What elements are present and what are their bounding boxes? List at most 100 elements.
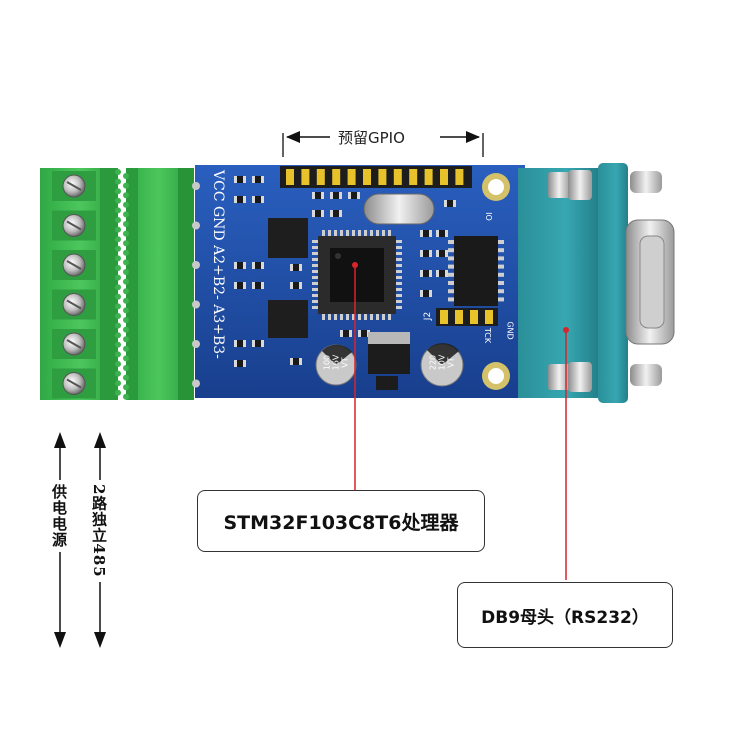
smd-pad — [339, 210, 342, 217]
separator-tooth — [115, 226, 121, 233]
smd-pad — [234, 282, 237, 289]
mcu-pin — [334, 314, 337, 320]
smd-pad — [243, 360, 246, 367]
separator-tooth — [115, 217, 121, 223]
mcu-pin — [322, 230, 325, 236]
mcu-pin — [312, 306, 318, 309]
ic-pin — [448, 240, 454, 244]
ic-pin — [498, 256, 504, 261]
separator-tooth — [115, 341, 121, 348]
separator-tooth — [123, 173, 129, 179]
screw-slot — [66, 299, 82, 310]
smd-pad — [243, 196, 246, 203]
header-pin — [301, 169, 310, 185]
smd-component — [252, 282, 264, 289]
pin-labels-silkscreen: VCC GND A2+B2- A3+B3- — [210, 170, 226, 359]
smd-component — [312, 210, 324, 217]
separator-tooth — [115, 380, 121, 387]
ic-pin — [448, 297, 454, 302]
gpio-dimension-arrow — [282, 131, 484, 157]
mcu-pin — [312, 270, 318, 273]
smd-pad — [445, 230, 448, 237]
separator-tooth — [123, 240, 129, 247]
smd-component — [252, 340, 264, 347]
j2-silkscreen: J2 — [423, 311, 434, 321]
mcu-pin — [312, 246, 318, 249]
smd-pad — [445, 250, 448, 257]
smd-pad — [312, 210, 315, 217]
smd-pad — [234, 360, 237, 367]
separator-tooth — [123, 393, 129, 400]
separator-tooth — [115, 293, 121, 300]
smd-component — [234, 282, 246, 289]
mcu-pin — [312, 276, 318, 279]
smd-pad — [243, 262, 246, 269]
smd-pad — [340, 330, 343, 337]
smd-pad — [348, 192, 351, 199]
db9-connector — [518, 163, 675, 403]
smd-pad — [330, 192, 333, 199]
separator-tooth — [115, 197, 121, 204]
voltage-regulator — [368, 332, 410, 390]
header-pin — [440, 169, 448, 185]
mcu-pin — [312, 300, 318, 303]
screw-slot — [66, 339, 82, 349]
header-pin — [455, 169, 464, 185]
smd-pad — [312, 192, 315, 199]
smd-pad — [420, 230, 423, 237]
separator-tooth — [123, 230, 129, 237]
separator-tooth — [115, 188, 121, 195]
separator-tooth — [123, 192, 129, 199]
smd-pad — [290, 282, 293, 289]
mcu-pin — [396, 246, 402, 249]
ic-pin — [448, 289, 454, 294]
rs485-label: 2路独立485 — [90, 480, 108, 582]
separator-tooth — [123, 297, 129, 304]
gpio-label: 预留GPIO — [332, 127, 411, 148]
j2-header — [436, 308, 498, 326]
separator-tooth — [123, 317, 129, 323]
mcu-pin — [396, 282, 402, 285]
mcu-pin — [312, 258, 318, 261]
separator-tooth — [115, 178, 121, 185]
separator-tooth — [115, 284, 121, 291]
ic-pin — [498, 281, 504, 285]
separator-tooth — [115, 361, 121, 367]
smd-component — [444, 200, 456, 207]
separator-tooth — [123, 278, 129, 285]
mcu-pin — [396, 270, 402, 273]
power-label: 供电电源 — [50, 480, 68, 552]
header-pin — [378, 169, 387, 185]
smd-pad — [243, 176, 246, 183]
separator-tooth — [115, 303, 121, 310]
smd-pad — [429, 250, 432, 257]
smd-component — [290, 358, 302, 365]
processor-label: STM32F103C8T6处理器 — [223, 511, 459, 534]
mcu-pin — [370, 314, 373, 320]
smd-pad — [436, 250, 439, 257]
smd-component — [234, 176, 246, 183]
mcu-pin — [370, 230, 373, 236]
smd-pad — [252, 176, 255, 183]
mcu-pin — [396, 288, 402, 291]
mcu-pin — [340, 314, 343, 320]
smd-pad — [252, 262, 255, 269]
terminal-pin — [192, 300, 200, 309]
separator-tooth — [115, 322, 121, 329]
transceiver-ic-1 — [268, 218, 308, 258]
screw-slot — [66, 220, 82, 231]
ic-pin — [498, 272, 504, 277]
smd-component — [420, 230, 432, 237]
smd-component — [420, 270, 432, 277]
smd-component — [330, 192, 342, 199]
smd-pad — [261, 282, 264, 289]
terminal-pin — [192, 261, 200, 269]
separator-tooth — [123, 355, 129, 362]
db9-callout: DB9母头（RS232） — [457, 582, 673, 648]
smd-pad — [429, 230, 432, 237]
smd-pad — [234, 196, 237, 203]
smd-component — [234, 196, 246, 203]
mcu-pin — [340, 230, 343, 236]
header-pin — [485, 310, 493, 324]
